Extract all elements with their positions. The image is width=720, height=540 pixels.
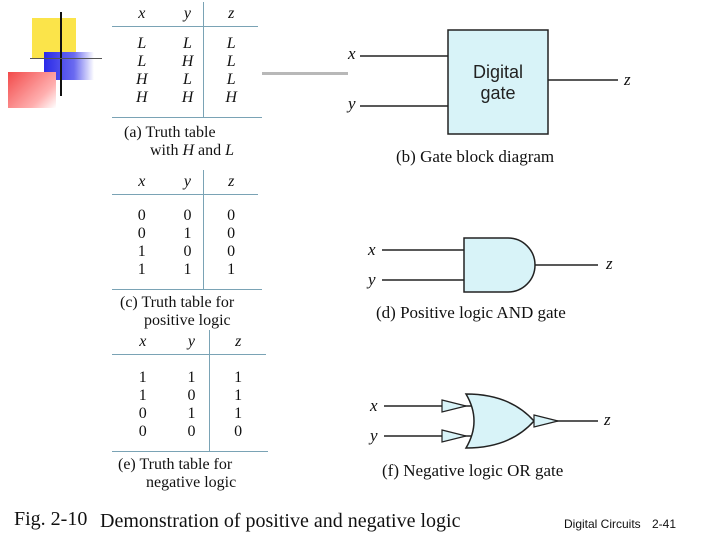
header-z: z (209, 330, 266, 355)
red-square (8, 72, 56, 108)
table-a-caption: (a) Truth table with H and L (112, 117, 262, 160)
caption-line-2: negative logic (146, 474, 237, 491)
and-gate-body (463, 237, 536, 293)
gate-d-input-x: x (368, 240, 376, 259)
table-e-header: x y z (112, 330, 266, 355)
gate-d-input-y: y (368, 270, 376, 289)
gate-d-output-z: z (606, 254, 613, 273)
gate-f-input-y: y (370, 426, 378, 445)
course-name: Digital Circuits (564, 517, 641, 531)
vertical-line (60, 12, 62, 96)
table-c-caption: (c) Truth table for positive logic (112, 289, 262, 330)
yellow-square (32, 18, 76, 58)
figure-label: Fig. 2-10 (14, 508, 88, 530)
corner-decoration (0, 0, 120, 120)
gate-block-diagram (360, 29, 618, 135)
gate-b-caption: (b) Gate block diagram (396, 147, 555, 166)
caption-line-1: (e) Truth table for (118, 456, 233, 473)
table-c-header: x y z (112, 170, 258, 195)
caption-line-1: (a) Truth table (124, 124, 216, 141)
connector-line (262, 72, 348, 75)
gate-box (447, 29, 549, 135)
figure-title: Demonstration of positive and negative l… (100, 510, 461, 532)
output-polarity-icon (533, 414, 559, 428)
caption-line-1: (c) Truth table for (120, 294, 235, 311)
header-x: x (112, 2, 172, 27)
and-gate-diagram (382, 237, 598, 293)
header-y: y (171, 2, 204, 27)
gate-b-input-y: y (348, 94, 356, 113)
header-x: x (112, 170, 172, 195)
header-y: y (171, 170, 204, 195)
table-a-header: x y z (112, 2, 258, 27)
gate-f-caption: (f) Negative logic OR gate (382, 461, 564, 480)
input-x-polarity-icon (441, 399, 467, 413)
gate-b-label: Digital gate (472, 62, 524, 103)
gate-b-output-z: z (624, 70, 631, 89)
gate-b-input-x: x (348, 44, 356, 63)
header-z: z (203, 170, 258, 195)
header-z: z (203, 2, 258, 27)
header-y: y (173, 330, 210, 355)
input-y-polarity-icon (441, 429, 467, 443)
horizontal-line (30, 58, 102, 59)
or-gate-body (464, 393, 536, 449)
gate-d-caption: (d) Positive logic AND gate (376, 303, 566, 322)
gate-f-output-z: z (604, 410, 611, 429)
or-gate-diagram (384, 393, 598, 449)
header-x: x (112, 330, 174, 355)
caption-line-2: with H and L (150, 142, 235, 159)
table-e-caption: (e) Truth table for negative logic (112, 451, 268, 492)
gate-f-input-x: x (370, 396, 378, 415)
caption-line-2: positive logic (144, 312, 231, 329)
page-number: 2-41 (652, 517, 677, 531)
